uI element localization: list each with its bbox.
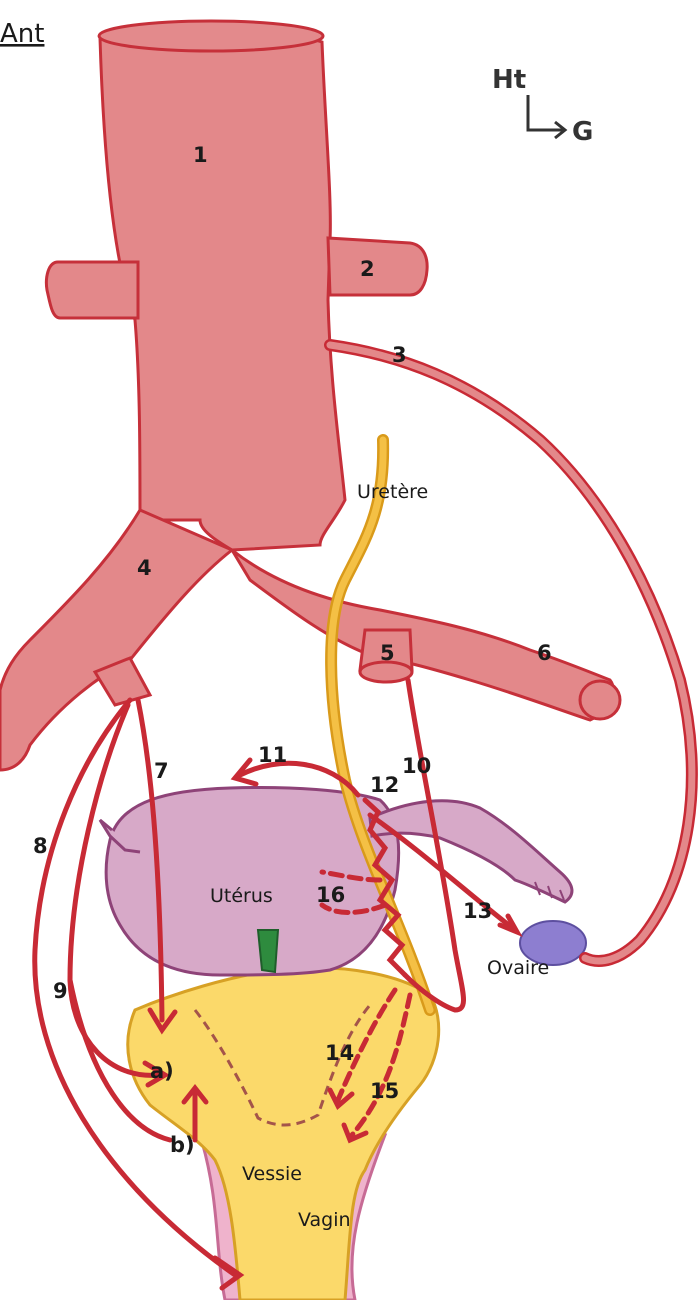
label-13: 13 (463, 899, 492, 923)
label-7: 7 (154, 759, 169, 783)
label-3: 3 (392, 343, 407, 367)
label-12: 12 (370, 773, 399, 797)
aorta-group (0, 21, 620, 770)
aorta-top-opening (99, 21, 323, 51)
label-15: 15 (370, 1079, 399, 1103)
label-1: 1 (193, 143, 208, 167)
label-uterus: Utérus (210, 885, 273, 907)
corner-label: Ant (0, 19, 44, 49)
label-ovaire: Ovaire (487, 957, 549, 979)
label-vessie: Vessie (242, 1163, 302, 1185)
label-5: 5 (380, 641, 395, 665)
common-iliac-left (232, 550, 613, 720)
label-b: b) (170, 1133, 195, 1157)
uterine-tube-right (370, 801, 572, 902)
label-6: 6 (537, 641, 552, 665)
label-vagin: Vagin (298, 1209, 351, 1231)
label-2: 2 (360, 257, 375, 281)
orientation-arrow (528, 95, 565, 138)
label-9: 9 (53, 979, 68, 1003)
orientation-top: Ht (492, 65, 526, 95)
label-uretere: Uretère (357, 481, 428, 503)
external-iliac-left-end (580, 681, 620, 719)
renal-artery-right (46, 262, 138, 318)
label-4: 4 (137, 556, 152, 580)
label-10: 10 (402, 754, 431, 778)
cervix (258, 930, 278, 972)
label-8: 8 (33, 834, 48, 858)
label-14: 14 (325, 1041, 354, 1065)
label-16: 16 (316, 883, 345, 907)
orientation-side: G (572, 117, 593, 147)
orientation-marker: Ht G (492, 65, 593, 147)
internal-iliac-left-end (360, 662, 412, 682)
renal-artery-left (328, 238, 427, 295)
label-a: a) (150, 1059, 174, 1083)
label-11: 11 (258, 743, 287, 767)
